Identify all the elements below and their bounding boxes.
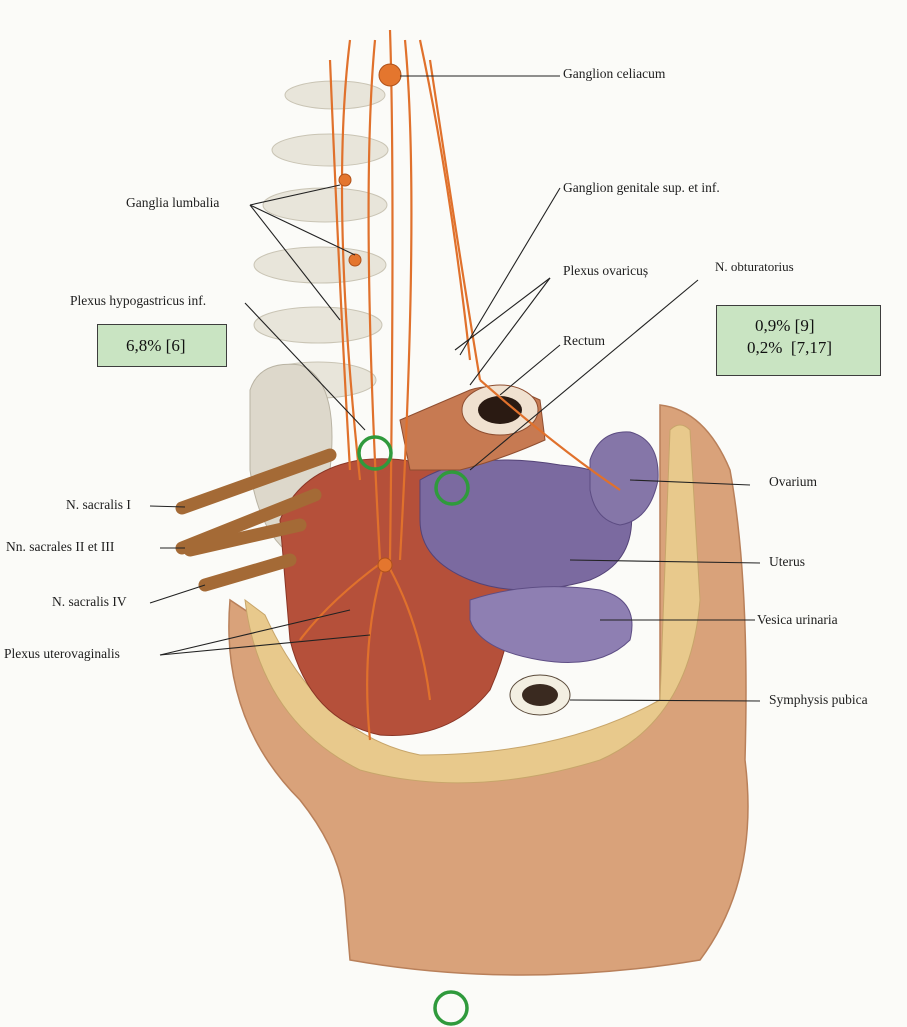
label-nn-sacrales-2-3: Nn. sacrales II et III (6, 539, 115, 554)
label-vesica-urinaria: Vesica urinaria (757, 612, 838, 627)
uterus-shape (419, 459, 633, 591)
label-ovarium: Ovarium (769, 474, 817, 489)
marker-circle-obturator (434, 470, 470, 506)
marker-circle-hypogastric (357, 435, 393, 471)
percentage-box-right: 0,9% [9] 0,2% [7,17] (716, 305, 881, 376)
label-n-obturatorius: N. obturatorius (715, 259, 794, 274)
label-ganglion-genitale: Ganglion genitale sup. et inf. (563, 180, 720, 195)
label-plexus-uterovaginalis: Plexus uterovaginalis (4, 646, 120, 661)
leader-lines (149, 75, 761, 702)
pelvic-floor (244, 424, 701, 784)
label-plexus-ovaricus: Plexus ovaricuș (563, 263, 649, 278)
percentage-right-line2: 0,2% [7,17] (747, 338, 832, 357)
label-ganglion-celiacum: Ganglion celiacum (563, 66, 666, 81)
label-n-sacralis-4: N. sacralis IV (52, 594, 127, 609)
label-uterus: Uterus (769, 554, 805, 569)
marker-circle-legend (433, 990, 469, 1026)
label-n-sacralis-1: N. sacralis I (66, 497, 131, 512)
bladder-shape (469, 586, 633, 663)
label-plexus-hypogastricus: Plexus hypogastricus inf. (70, 293, 207, 308)
ganglia (338, 63, 402, 573)
percentage-left-text: 6,8% [6] (126, 336, 186, 355)
label-rectum: Rectum (563, 333, 605, 348)
percentage-box-left: 6,8% [6] (97, 324, 227, 367)
percentage-right-line1: 0,9% [9] (755, 316, 815, 335)
ovary-shape (589, 431, 659, 526)
label-ganglia-lumbalia: Ganglia lumbalia (126, 195, 220, 210)
label-symphysis-pubica: Symphysis pubica (769, 692, 868, 707)
sacral-nerves (175, 448, 337, 592)
